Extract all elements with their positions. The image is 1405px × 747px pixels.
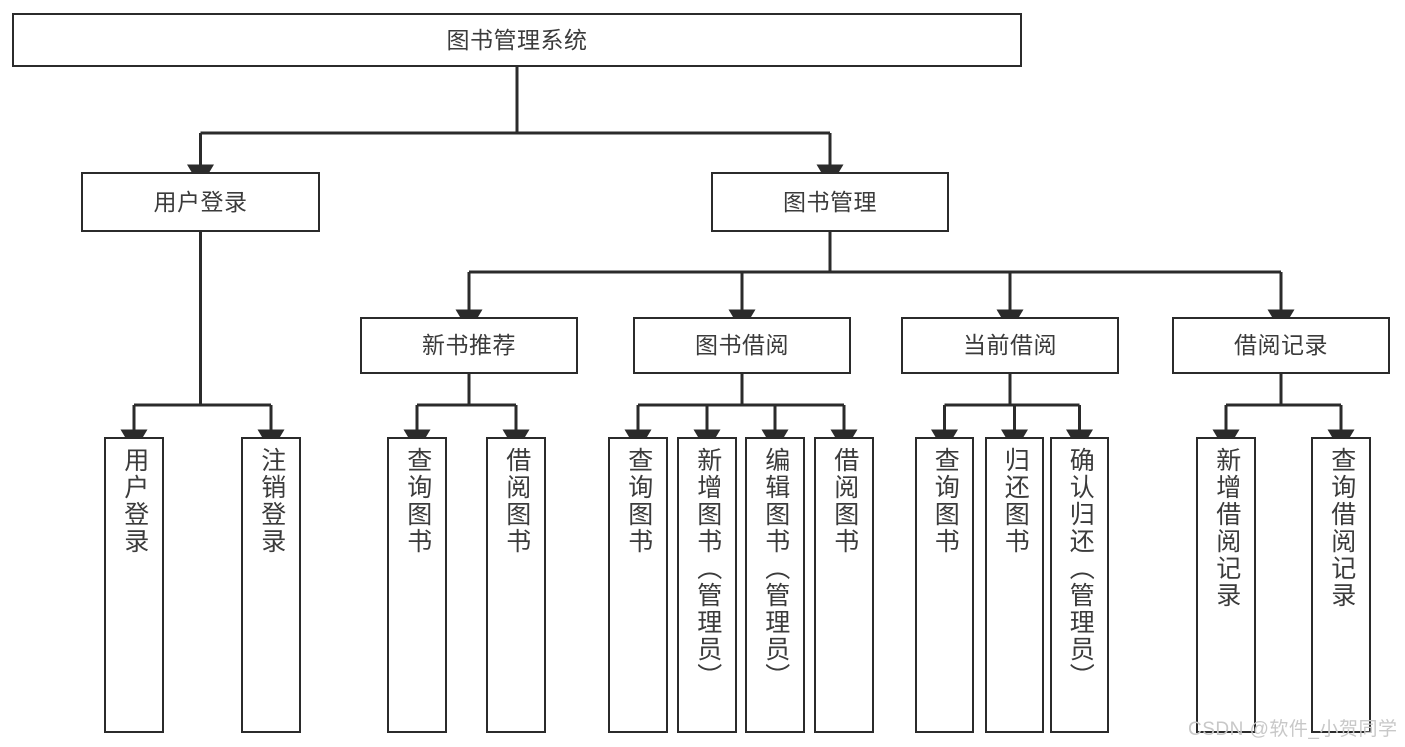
leaf-node-label: 归还图书	[1001, 447, 1030, 555]
branch-node-label: 图书借阅	[695, 332, 789, 359]
leaf-node: 查询借阅记录	[1311, 437, 1371, 733]
leaf-node-label: 编辑图书（管理员）	[761, 447, 790, 690]
leaf-node-label: 新增图书（管理员）	[693, 447, 722, 690]
leaf-node: 新增借阅记录	[1196, 437, 1256, 733]
branch-node: 借阅记录	[1172, 317, 1390, 374]
leaf-node-label: 查询图书	[624, 447, 653, 555]
leaf-node: 借阅图书	[814, 437, 874, 733]
leaf-node-label: 查询借阅记录	[1327, 447, 1356, 609]
leaf-node-label: 查询图书	[403, 447, 432, 555]
leaf-node: 查询图书	[915, 437, 974, 733]
leaf-node: 查询图书	[387, 437, 447, 733]
root-node-label: 图书管理系统	[446, 26, 588, 53]
leaf-node: 新增图书（管理员）	[677, 437, 737, 733]
branch-node-label: 新书推荐	[422, 332, 516, 359]
leaf-node: 查询图书	[608, 437, 668, 733]
branch-node: 当前借阅	[901, 317, 1119, 374]
branch-node: 用户登录	[81, 172, 320, 232]
connector-lines	[120, 67, 1355, 452]
leaf-node-label: 查询图书	[931, 447, 960, 555]
leaf-node: 注销登录	[241, 437, 301, 733]
branch-node-label: 借阅记录	[1234, 332, 1328, 359]
leaf-node: 归还图书	[985, 437, 1044, 733]
leaf-node-label: 注销登录	[257, 447, 286, 555]
root-node: 图书管理系统	[12, 13, 1022, 67]
leaf-node-label: 确认归还（管理员）	[1066, 447, 1095, 690]
branch-node: 新书推荐	[360, 317, 578, 374]
leaf-node: 借阅图书	[486, 437, 546, 733]
leaf-node-label: 新增借阅记录	[1212, 447, 1241, 609]
leaf-node: 确认归还（管理员）	[1050, 437, 1109, 733]
leaf-node-label: 借阅图书	[502, 447, 531, 555]
leaf-node-label: 借阅图书	[830, 447, 859, 555]
leaf-node-label: 用户登录	[120, 447, 149, 555]
branch-node-label: 图书管理	[783, 188, 877, 215]
branch-node-label: 用户登录	[153, 188, 248, 215]
branch-node: 图书管理	[711, 172, 949, 232]
leaf-node: 编辑图书（管理员）	[745, 437, 805, 733]
leaf-node: 用户登录	[104, 437, 164, 733]
branch-node: 图书借阅	[633, 317, 851, 374]
branch-node-label: 当前借阅	[963, 332, 1057, 359]
